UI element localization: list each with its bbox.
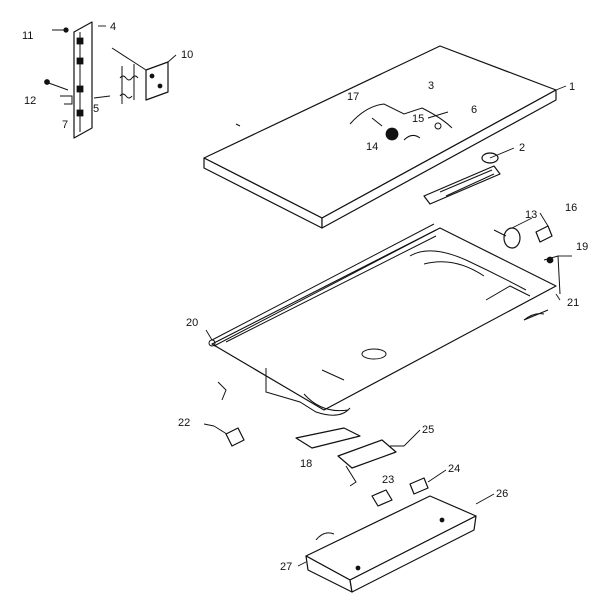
hinge-bracket-assembly bbox=[44, 21, 169, 139]
callout-3: 3 bbox=[428, 80, 434, 92]
callout-18: 18 bbox=[300, 458, 312, 470]
clip-parts bbox=[371, 477, 429, 507]
callout-15: 15 bbox=[412, 113, 424, 125]
callout-2: 2 bbox=[519, 142, 525, 154]
callout-20: 20 bbox=[186, 317, 198, 329]
callout-13: 13 bbox=[525, 209, 537, 221]
callout-6: 6 bbox=[471, 104, 477, 116]
cover-plate bbox=[203, 45, 557, 229]
callout-14: 14 bbox=[366, 141, 378, 153]
tray bbox=[305, 495, 477, 593]
callout-4: 4 bbox=[110, 21, 116, 33]
callout-26: 26 bbox=[496, 488, 508, 500]
callout-17: 17 bbox=[347, 91, 359, 103]
callout-24: 24 bbox=[448, 463, 460, 475]
lever-mechanism bbox=[349, 103, 453, 141]
callout-21: 21 bbox=[567, 297, 579, 309]
callout-23: 23 bbox=[382, 474, 394, 486]
callout-12: 12 bbox=[24, 95, 36, 107]
callout-10: 10 bbox=[181, 49, 193, 61]
foot-bracket bbox=[213, 381, 245, 447]
callout-19: 19 bbox=[576, 241, 588, 253]
latch-block bbox=[295, 427, 404, 487]
callout-22: 22 bbox=[178, 417, 190, 429]
callout-7: 7 bbox=[62, 119, 68, 131]
callout-25: 25 bbox=[422, 424, 434, 436]
callout-labels: 1 2 3 4 5 6 7 10 11 12 13 14 15 16 17 18… bbox=[22, 21, 588, 573]
callout-11: 11 bbox=[22, 30, 33, 42]
callout-5: 5 bbox=[93, 103, 99, 115]
callout-27: 27 bbox=[280, 561, 292, 573]
callout-1: 1 bbox=[569, 81, 575, 93]
callout-16: 16 bbox=[565, 202, 577, 214]
leader-lines bbox=[98, 25, 572, 567]
base-casting bbox=[211, 227, 557, 416]
